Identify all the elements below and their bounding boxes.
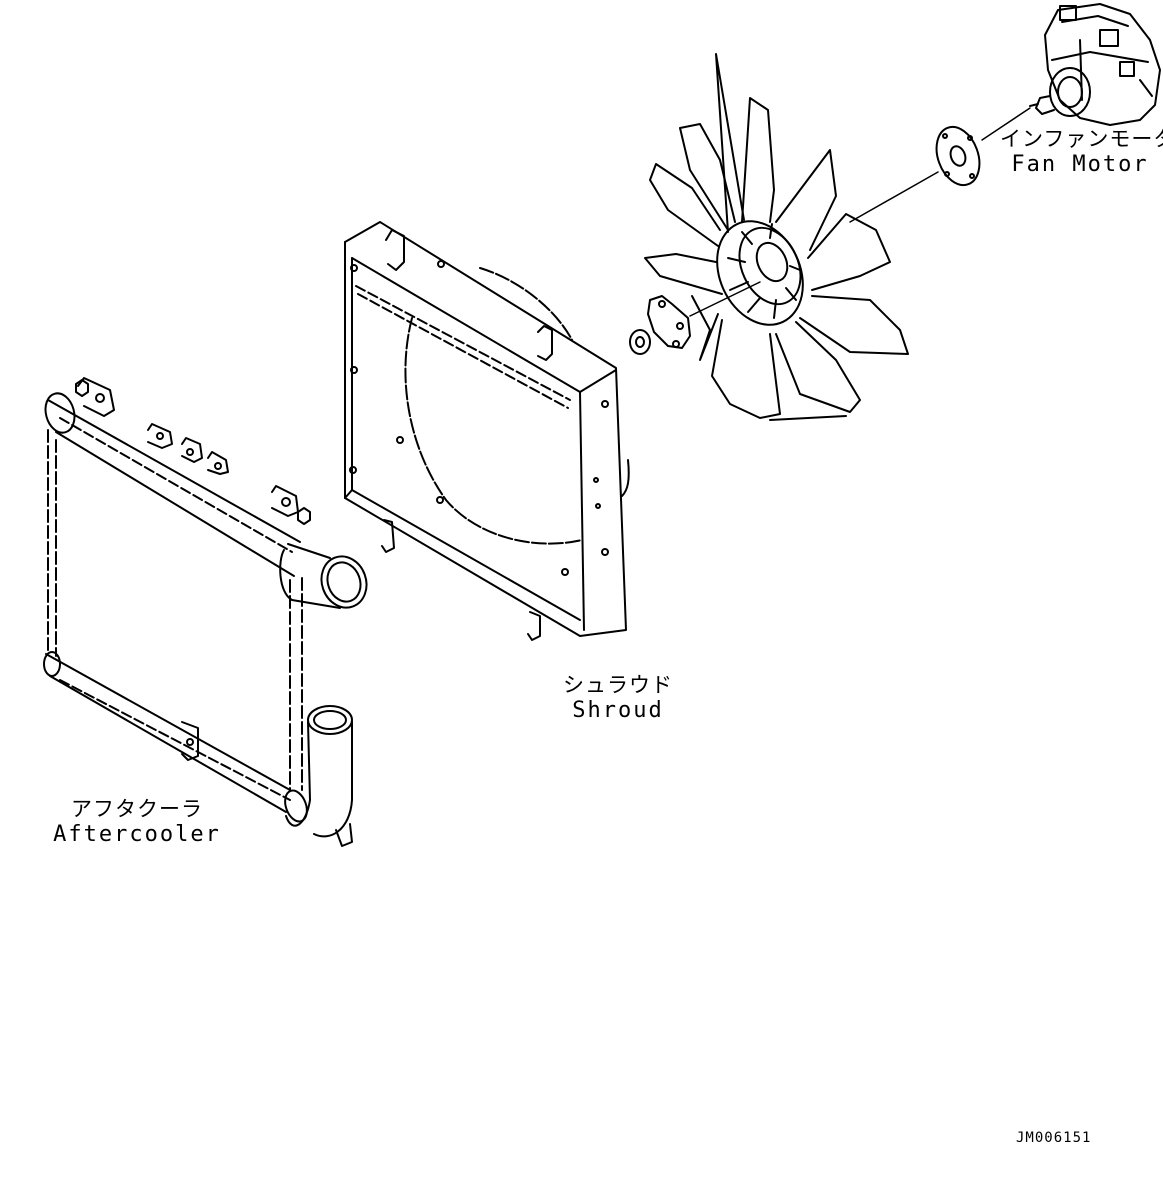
fan-motor	[1029, 3, 1161, 126]
aftercooler-label-ja: アフタクーラ	[71, 797, 203, 821]
shroud-label: シュラウド Shroud	[548, 672, 688, 724]
shroud-label-ja: シュラウド	[563, 673, 673, 697]
aftercooler-label: アフタクーラ Aftercooler	[52, 796, 222, 848]
shroud	[344, 221, 630, 641]
shroud-label-en: Shroud	[572, 698, 664, 723]
aftercooler-label-en: Aftercooler	[53, 822, 221, 847]
drawing-code: JM006151	[1016, 1130, 1092, 1146]
fan-spacer	[629, 295, 691, 355]
aftercooler	[43, 377, 368, 847]
assembly-axis	[689, 107, 1031, 317]
cooling-fan	[644, 53, 909, 421]
fan-motor-label: インファンモータ Fan Motor	[1000, 126, 1163, 178]
fan-motor-label-en: Fan Motor	[1011, 152, 1149, 177]
coupling-plate	[935, 125, 981, 187]
fan-motor-label-ja: インファンモータ	[1000, 127, 1163, 151]
